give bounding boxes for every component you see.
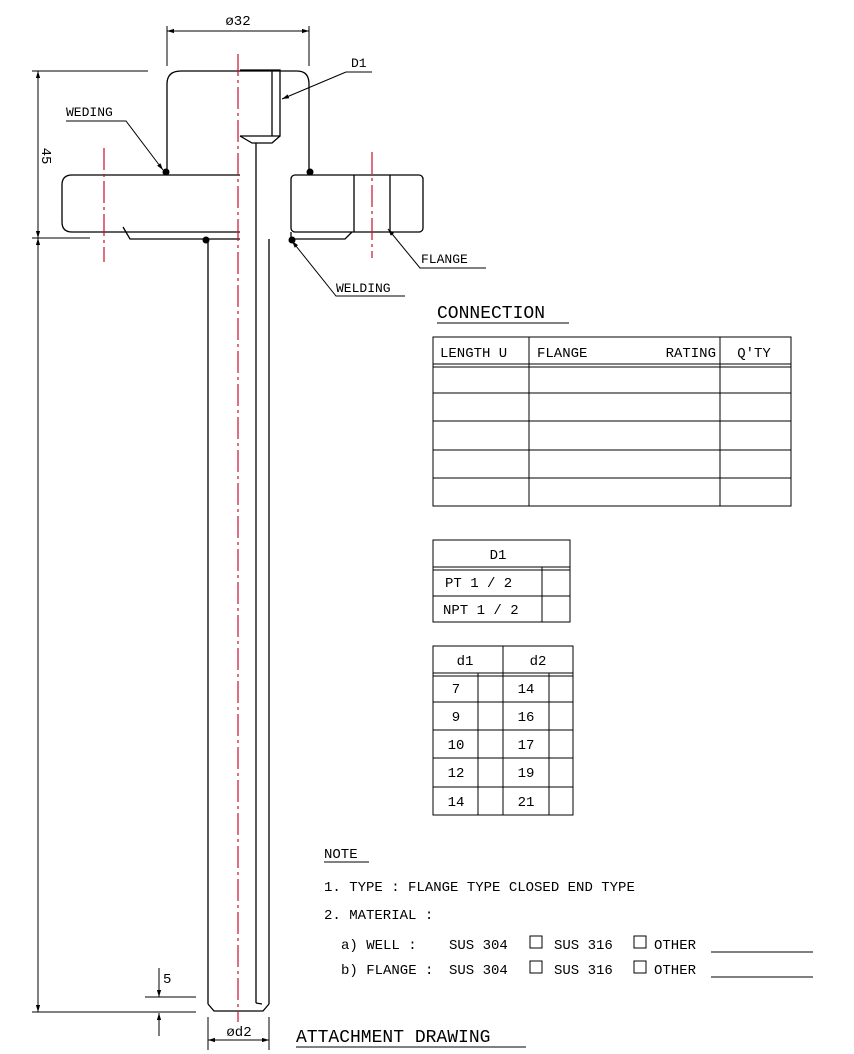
connection-header-rating: RATING xyxy=(666,346,716,362)
thermowell-drawing xyxy=(61,69,424,1012)
connection-header-flange: FLANGE xyxy=(537,346,587,362)
thread-bore xyxy=(240,69,281,137)
dim-tip-5: 5 xyxy=(163,972,171,988)
drawing-caption: ATTACHMENT DRAWING xyxy=(296,1028,490,1048)
d1-cell: 7 xyxy=(452,682,460,698)
flange-label: b) FLANGE : xyxy=(341,963,433,979)
well-label: a) WELL : xyxy=(341,938,417,954)
d1-table xyxy=(432,539,571,623)
note-line-type: 1. TYPE : FLANGE TYPE CLOSED END TYPE xyxy=(324,880,635,896)
d1-table-row-npt: NPT 1 / 2 xyxy=(443,603,519,619)
flange-option-other: OTHER xyxy=(654,963,697,979)
dim-diameter-d2: ød2 xyxy=(226,1025,251,1041)
d1d2-header-d2: d2 xyxy=(530,654,547,670)
leader-lines xyxy=(66,71,486,297)
d2-cell: 16 xyxy=(518,710,535,726)
connection-header-qty: Q'TY xyxy=(737,346,771,362)
d1-table-header: D1 xyxy=(490,548,507,564)
d1-table-row-pt: PT 1 / 2 xyxy=(445,576,512,592)
well-option-sus304: SUS 304 xyxy=(449,938,508,954)
flange-sus304-checkbox[interactable] xyxy=(529,960,543,974)
d2-cell: 17 xyxy=(518,738,535,754)
d1d2-header-d1: d1 xyxy=(457,654,474,670)
flange-sus316-checkbox[interactable] xyxy=(633,960,647,974)
d1-cell: 10 xyxy=(448,738,465,754)
weld-beads xyxy=(162,168,314,244)
centerlines xyxy=(103,54,373,1022)
d2-cell: 21 xyxy=(518,795,535,811)
label-flange: FLANGE xyxy=(421,252,468,267)
d2-cell: 14 xyxy=(518,682,535,698)
note-line-material: 2. MATERIAL : xyxy=(324,908,433,924)
dim-diameter-32: ø32 xyxy=(225,14,250,30)
flange-option-sus316: SUS 316 xyxy=(554,963,613,979)
connection-header-length: LENGTH U xyxy=(440,346,507,362)
flange-right xyxy=(290,174,424,233)
dimension-lines xyxy=(32,26,310,1050)
well-sus316-checkbox[interactable] xyxy=(633,935,647,949)
well-option-other: OTHER xyxy=(654,938,697,954)
label-d1: D1 xyxy=(351,56,367,71)
head-block xyxy=(166,70,310,172)
label-weding: WEDING xyxy=(66,105,113,120)
d2-cell: 19 xyxy=(518,766,535,782)
d1-d2-table xyxy=(432,645,574,816)
flange-left xyxy=(61,174,240,233)
connection-title: CONNECTION xyxy=(437,304,545,324)
d1-cell: 9 xyxy=(452,710,460,726)
flange-option-sus304: SUS 304 xyxy=(449,963,508,979)
d1-cell: 12 xyxy=(448,766,465,782)
label-welding: WELDING xyxy=(336,281,391,296)
d1-cell: 14 xyxy=(448,795,465,811)
note-title: NOTE xyxy=(324,847,358,863)
well-option-sus316: SUS 316 xyxy=(554,938,613,954)
dim-length-45: 45 xyxy=(37,148,53,165)
connection-table xyxy=(432,336,792,507)
well-sus304-checkbox[interactable] xyxy=(529,935,543,949)
